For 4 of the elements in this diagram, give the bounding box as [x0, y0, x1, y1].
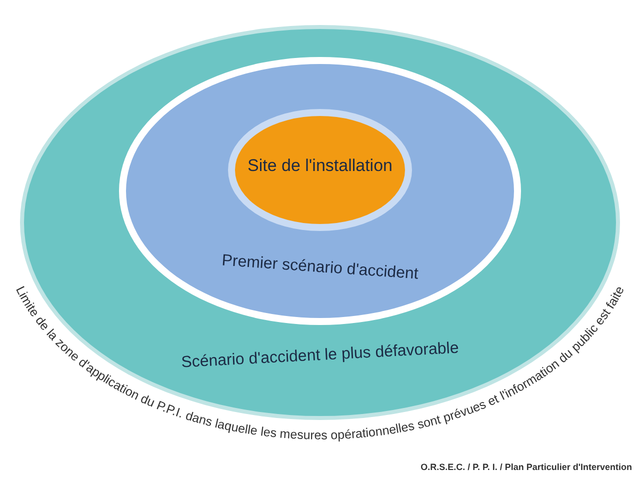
- zone-label: Premier scénario d'accident: [220, 251, 420, 285]
- zone-label: Site de l'installation: [246, 156, 394, 176]
- zone-label: Scénario d'accident le plus défavorable: [180, 338, 460, 374]
- source-note: O.R.S.E.C. / P. P. I. / Plan Particulier d'Intervention: [420, 462, 632, 472]
